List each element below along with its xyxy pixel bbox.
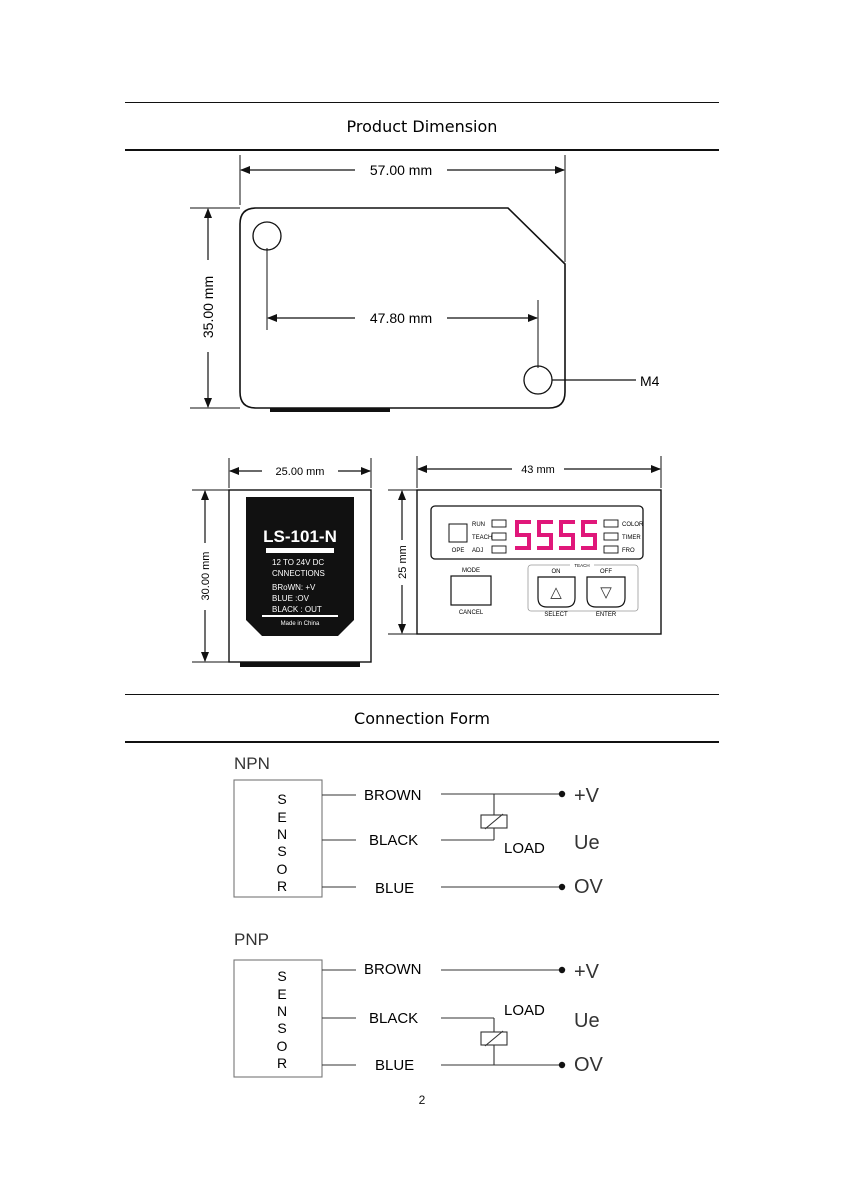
- pnp-sensor-letter-e: E: [277, 986, 286, 1002]
- pnp-wire-blue: BLUE: [375, 1057, 414, 1074]
- connection-form-title: Connection Form: [354, 709, 490, 728]
- down-button[interactable]: [586, 576, 626, 608]
- on-label: ON: [552, 569, 561, 575]
- mode-button[interactable]: [450, 575, 492, 606]
- pnp-sensor-letter-o: O: [277, 1038, 288, 1054]
- top-rule-1: [125, 102, 719, 103]
- pnp-sensor-letter-n: N: [277, 1003, 287, 1019]
- down-arrow-icon: ▽: [600, 584, 612, 601]
- npn-wire-brown: BROWN: [364, 787, 422, 804]
- sticker-origin: Made in China: [281, 621, 320, 627]
- npn-sensor-letter-s: S: [277, 791, 286, 807]
- npn-load-icon: [480, 814, 508, 829]
- enter-label: ENTER: [596, 612, 617, 618]
- npn-sensor-letter-s2: S: [277, 843, 286, 859]
- teach-key-panel: [527, 564, 639, 612]
- digit-2: [537, 520, 553, 550]
- indicator-timer-label: TIMER: [622, 535, 641, 541]
- npn-wire-black: BLACK: [369, 832, 418, 849]
- digit-4: [581, 520, 597, 550]
- off-label: OFF: [600, 569, 612, 575]
- top-rule-2: [125, 149, 719, 151]
- ope-label: OPE: [452, 548, 465, 554]
- front-view-body: [416, 489, 662, 635]
- mode-label: MODE: [462, 568, 480, 574]
- indicator-teach-label: TEACH: [472, 535, 492, 541]
- top-view-outline: [239, 207, 566, 409]
- sticker-label: [246, 497, 354, 636]
- indicator-color-label: COLOR: [622, 522, 644, 528]
- display-panel: [430, 505, 644, 560]
- digit-3: [559, 520, 575, 550]
- pnp-load-icon: [480, 1031, 508, 1046]
- mid-rule-1: [125, 694, 719, 695]
- front-view-drawing: 43 mm 25 mm OPE RUN TEACH ADJ: [388, 456, 662, 635]
- npn-sensor-letter-n: N: [277, 826, 287, 842]
- height-dimension-label: 35.00 mm: [200, 276, 216, 338]
- m4-label: M4: [640, 373, 660, 389]
- pnp-wiring-diagram: PNP S E N S O R BROWN BLACK BLUE LOAD +V…: [233, 930, 604, 1078]
- side-width-label: 25.00 mm: [276, 466, 325, 478]
- npn-plus-v-label: +V: [574, 785, 600, 807]
- mount-hole-right: [523, 365, 553, 395]
- side-height-label: 30.00 mm: [200, 552, 212, 601]
- npn-title: NPN: [234, 754, 270, 773]
- sticker-voltage: 12 TO 24V DC: [272, 558, 324, 567]
- front-height-label: 25 mm: [397, 545, 409, 579]
- sticker-brown: BRoWN: +V: [272, 583, 316, 592]
- pnp-title: PNP: [234, 930, 269, 949]
- pnp-ue-label: Ue: [574, 1010, 600, 1032]
- up-button[interactable]: [537, 576, 576, 608]
- npn-ov-label: OV: [574, 876, 604, 898]
- npn-sensor-box: [233, 779, 323, 898]
- npn-wire-blue: BLUE: [375, 880, 414, 897]
- digit-1: [515, 520, 531, 550]
- pnp-sensor-letter-r: R: [277, 1055, 287, 1071]
- pnp-wire-black: BLACK: [369, 1010, 418, 1027]
- pnp-sensor-letter-s2: S: [277, 1020, 286, 1036]
- mid-rule-2: [125, 741, 719, 743]
- ope-indicator: [448, 523, 468, 543]
- npn-wiring-diagram: NPN S E N S O R BROWN BLACK BLUE LOAD +V…: [233, 754, 604, 898]
- npn-sensor-letter-o: O: [277, 861, 288, 877]
- sticker-model: LS-101-N: [263, 527, 337, 546]
- side-view-drawing: 25.00 mm 30.00 mm LS-101-N 12 TO 24V DC …: [192, 458, 372, 667]
- indicator-run-label: RUN: [472, 522, 485, 528]
- sticker-blue: BLUE :OV: [272, 594, 310, 603]
- npn-load-label: LOAD: [504, 840, 545, 857]
- product-dimension-title: Product Dimension: [346, 117, 498, 136]
- indicator-adj-label: ADJ: [472, 548, 483, 554]
- pnp-sensor-letter-s: S: [277, 968, 286, 984]
- sticker-black: BLACK : OUT: [272, 605, 322, 614]
- pnp-ov-label: OV: [574, 1054, 604, 1076]
- top-view-drawing: 57.00 mm 35.00 mm 47.80 mm M4: [190, 155, 660, 412]
- up-arrow-icon: △: [550, 584, 562, 601]
- sticker-connections: CNNECTIONS: [272, 569, 325, 578]
- pnp-wire-brown: BROWN: [364, 961, 422, 978]
- cancel-label: CANCEL: [459, 610, 484, 616]
- pnp-plus-v-label: +V: [574, 961, 600, 983]
- front-width-label: 43 mm: [521, 464, 555, 476]
- select-label: SELECT: [544, 612, 568, 618]
- seven-segment-display: [515, 520, 597, 550]
- indicator-fro-label: FRO: [622, 548, 635, 554]
- top-view-connector: [270, 408, 390, 412]
- pnp-load-label: LOAD: [504, 1002, 545, 1019]
- npn-sensor-letter-r: R: [277, 878, 287, 894]
- npn-sensor-letter-e: E: [277, 809, 286, 825]
- hole-spacing-label: 47.80 mm: [370, 310, 432, 326]
- teach-label: TEACH: [574, 563, 589, 568]
- width-dimension-label: 57.00 mm: [370, 162, 432, 178]
- mount-hole-left: [252, 221, 282, 251]
- npn-ue-label: Ue: [574, 832, 600, 854]
- page-number: 2: [418, 1093, 426, 1107]
